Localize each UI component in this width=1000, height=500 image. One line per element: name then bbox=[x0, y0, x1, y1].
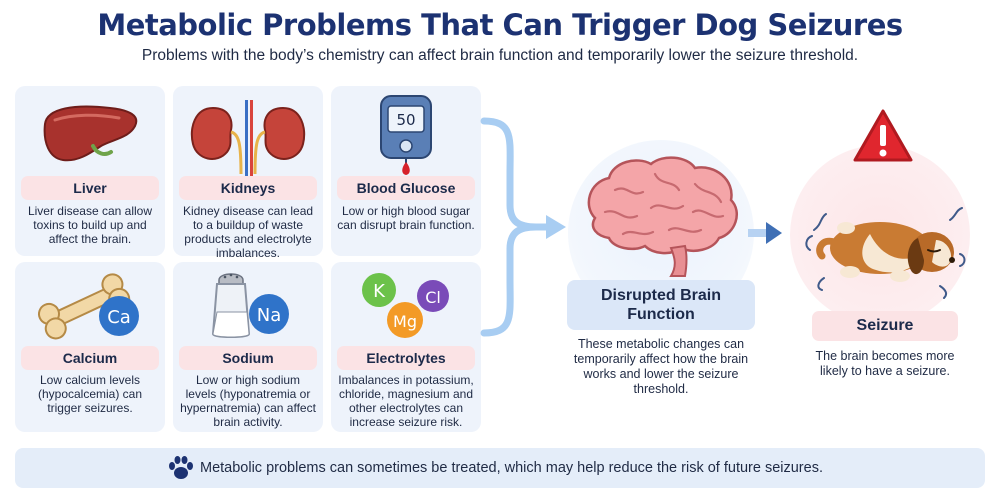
bracket-arrow bbox=[480, 117, 566, 337]
electrolytes-icon: K Cl Mg bbox=[362, 273, 449, 338]
potassium-badge: K bbox=[373, 281, 386, 302]
glucose-meter-icon: 50 bbox=[380, 95, 432, 175]
sodium-badge: Na bbox=[257, 305, 282, 326]
cause-desc-calcium: Low calcium levels (hypocalcemia) can tr… bbox=[37, 373, 143, 415]
calcium-badge: Ca bbox=[107, 307, 131, 328]
magnesium-badge: Mg bbox=[393, 312, 417, 331]
cause-label-blood-glucose: Blood Glucose bbox=[337, 176, 475, 200]
seizure-label: Seizure bbox=[812, 311, 958, 341]
cause-label-kidneys: Kidneys bbox=[179, 176, 317, 200]
cause-label-calcium: Calcium bbox=[21, 346, 159, 370]
brain-label: Disrupted Brain Function bbox=[567, 280, 755, 330]
footer-text: Metabolic problems can sometimes be trea… bbox=[200, 460, 823, 476]
salt-shaker-icon: Na bbox=[211, 273, 289, 338]
cause-label-liver: Liver bbox=[21, 176, 159, 200]
page-title: Metabolic Problems That Can Trigger Dog … bbox=[97, 8, 903, 42]
cause-desc-sodium: Low or high sodium levels (hyponatremia … bbox=[180, 373, 316, 429]
cause-card-blood-glucose: 50 Blood Glucose Low or high blood sugar… bbox=[331, 86, 481, 256]
brain-icon bbox=[587, 156, 738, 277]
kidneys-icon bbox=[190, 100, 306, 176]
cause-card-calcium: Ca Calcium Low calcium levels (hypocalce… bbox=[15, 262, 165, 432]
liver-icon bbox=[43, 105, 138, 162]
cause-label-electrolytes: Electrolytes bbox=[337, 346, 475, 370]
cause-desc-liver: Liver disease can allow toxins to build … bbox=[27, 204, 153, 246]
cause-desc-blood-glucose: Low or high blood sugar can disrupt brai… bbox=[337, 204, 475, 232]
page-subtitle: Problems with the body’s chemistry can a… bbox=[141, 47, 859, 64]
cause-desc-kidneys: Kidney disease can lead to a buildup of … bbox=[182, 204, 314, 260]
bone-icon: Ca bbox=[37, 273, 139, 340]
cause-card-electrolytes: K Cl Mg Electrolytes Imbalances in potas… bbox=[331, 262, 481, 432]
cause-card-liver: Liver Liver disease can allow toxins to … bbox=[15, 86, 165, 256]
cause-card-sodium: Na Sodium Low or high sodium levels (hyp… bbox=[173, 262, 323, 432]
brain-desc: These metabolic changes can temporarily … bbox=[573, 337, 749, 396]
warning-icon bbox=[853, 109, 913, 162]
cause-label-sodium: Sodium bbox=[179, 346, 317, 370]
seizure-desc: The brain becomes more likely to have a … bbox=[815, 349, 955, 378]
cause-card-kidneys: Kidneys Kidney disease can lead to a bui… bbox=[173, 86, 323, 260]
footer-banner: Metabolic problems can sometimes be trea… bbox=[15, 448, 985, 488]
dog-icon bbox=[805, 207, 966, 299]
glucose-meter-reading: 50 bbox=[396, 111, 415, 129]
arrow-to-seizure bbox=[748, 222, 782, 244]
paw-icon bbox=[169, 456, 193, 479]
cause-desc-electrolytes: Imbalances in potassium, chloride, magne… bbox=[338, 373, 474, 429]
chloride-badge: Cl bbox=[425, 288, 441, 307]
